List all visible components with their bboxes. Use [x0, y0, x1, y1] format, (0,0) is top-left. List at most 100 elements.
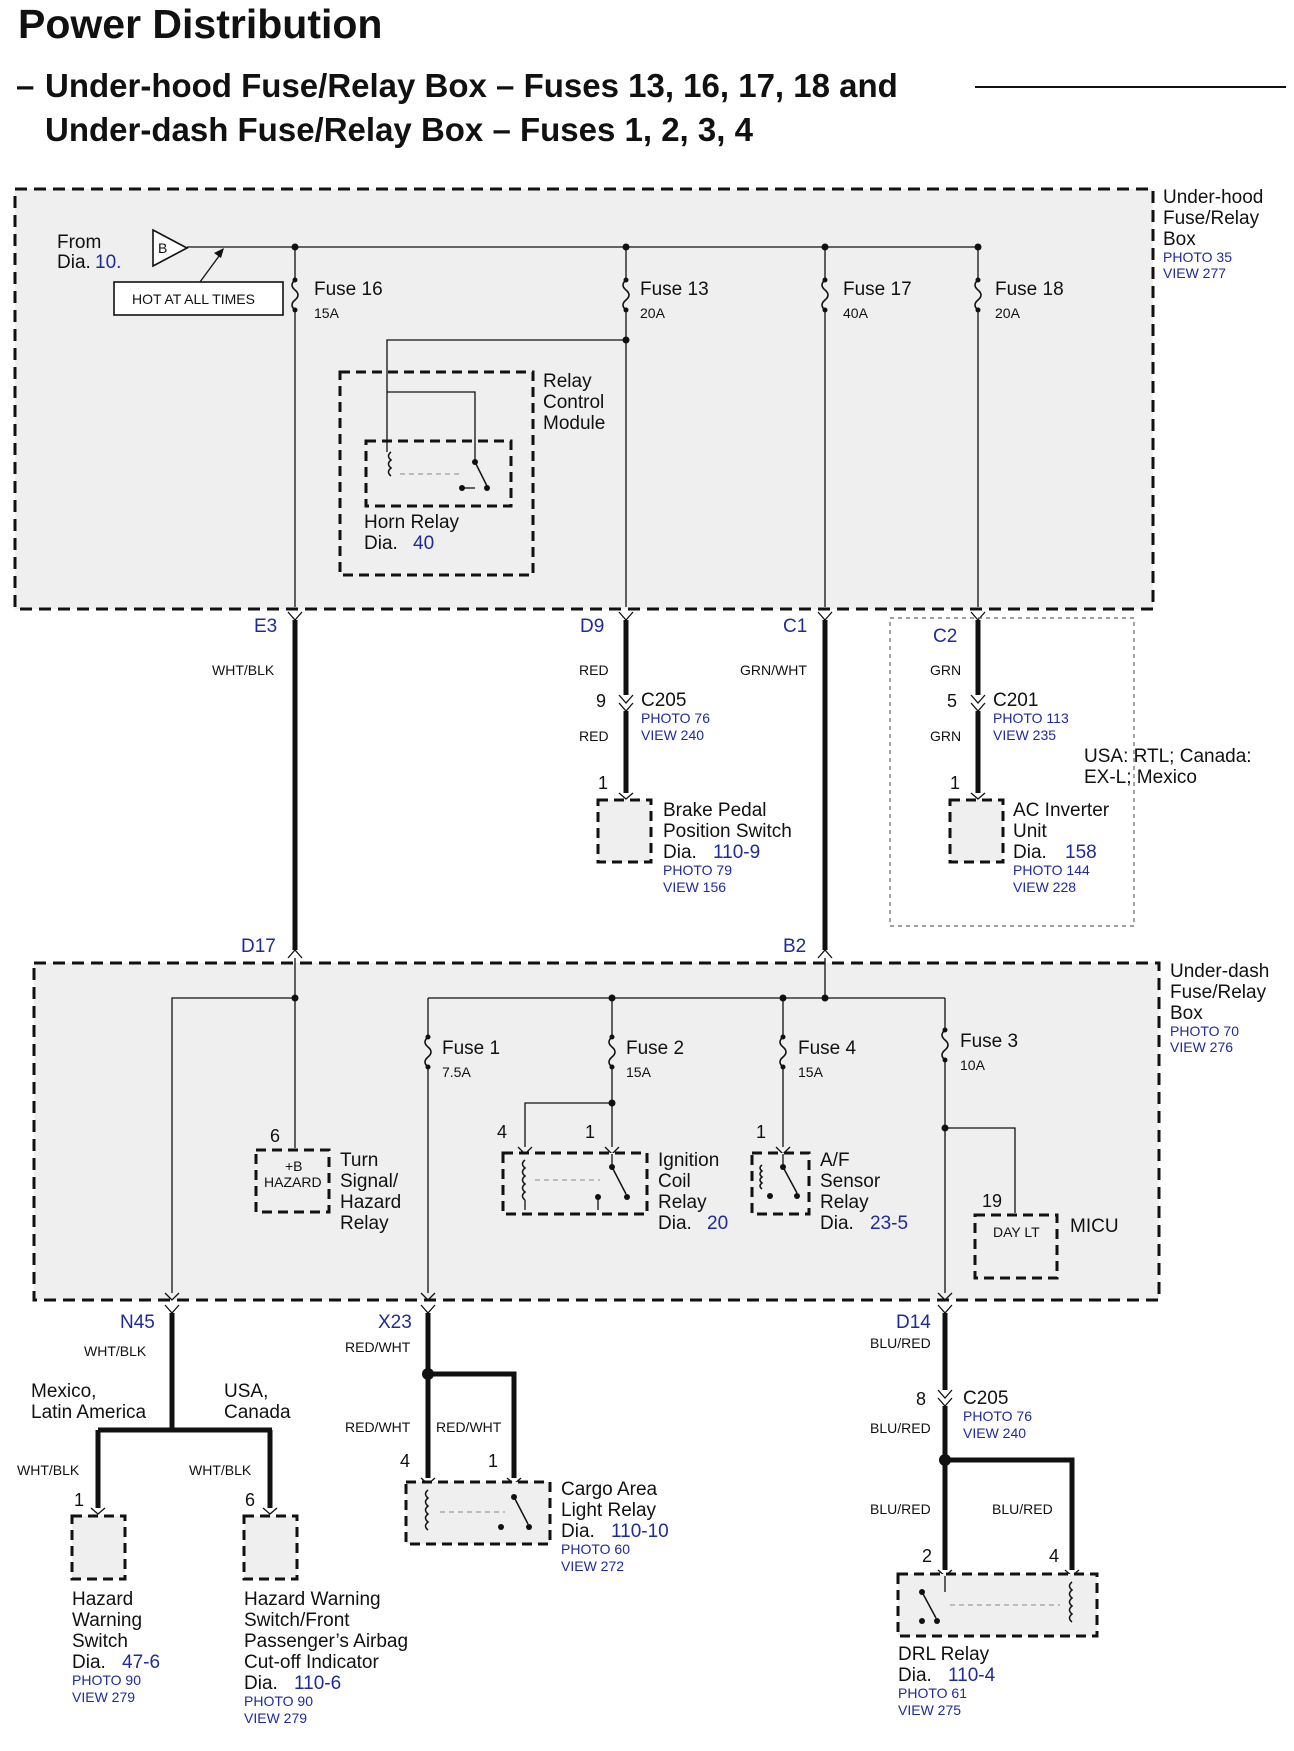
- drl-relay-dia-number[interactable]: 110-4: [948, 1665, 996, 1686]
- af-relay-dia-number[interactable]: 23-5: [870, 1213, 908, 1234]
- hazard-switch-label-2: Warning: [72, 1610, 142, 1631]
- hazard-switch-view[interactable]: VIEW 279: [72, 1689, 135, 1705]
- wire-cargo-color-2: RED/WHT: [436, 1419, 502, 1435]
- hazard-front-view[interactable]: VIEW 279: [244, 1710, 307, 1726]
- ignition-relay-label-2: Coil: [658, 1171, 691, 1192]
- cargo-relay-dia-number[interactable]: 110-10: [611, 1521, 669, 1542]
- underdash-box-label-1: Under-dash: [1170, 961, 1269, 982]
- hazard-front-dia-number[interactable]: 110-6: [294, 1673, 341, 1694]
- hazard-switch-label-3: Switch: [72, 1631, 128, 1652]
- battery-terminal-label: B: [158, 240, 167, 256]
- relay-control-module: [338, 370, 535, 577]
- brake-switch-pin: 1: [598, 773, 608, 793]
- wire-c2-color: GRN: [930, 662, 961, 678]
- c201-photo[interactable]: PHOTO 113: [993, 710, 1069, 726]
- drl-relay-photo[interactable]: PHOTO 61: [898, 1685, 967, 1701]
- af-relay-dia-label: Dia.: [820, 1213, 854, 1234]
- page-title: Power Distribution: [18, 1, 382, 47]
- ac-inverter-view[interactable]: VIEW 228: [1013, 879, 1076, 895]
- wire-d9-color: RED: [579, 662, 609, 678]
- hot-at-all-times-label: HOT AT ALL TIMES: [132, 291, 255, 307]
- underhood-box-view[interactable]: VIEW 277: [1163, 265, 1226, 281]
- c205b-label: C205: [963, 1388, 1008, 1409]
- hazard-warning-switch-front: [242, 1514, 299, 1581]
- brake-switch-label-2: Position Switch: [663, 821, 792, 842]
- hazard-switch-dia-number[interactable]: 47-6: [122, 1652, 160, 1673]
- ac-inverter-label-2: Unit: [1013, 821, 1048, 842]
- fuse-4-label: Fuse 4: [798, 1038, 857, 1059]
- horn-relay: [364, 439, 513, 508]
- ac-inverter-dia-number[interactable]: 158: [1065, 842, 1097, 863]
- underhood-fuse-box: [13, 187, 1155, 611]
- fuse-2-label: Fuse 2: [626, 1038, 684, 1059]
- drl-relay-pin-4: 4: [1049, 1546, 1059, 1566]
- fuse-18-label: Fuse 18: [995, 279, 1064, 300]
- horn-relay-dia-number[interactable]: 40: [413, 533, 434, 554]
- hazard-front-label-2: Switch/Front: [244, 1610, 350, 1631]
- cargo-relay-pin-1: 1: [488, 1451, 498, 1471]
- c205a-photo[interactable]: PHOTO 76: [641, 710, 710, 726]
- region-mexico-2: Latin America: [31, 1402, 147, 1423]
- underhood-box-label-2: Fuse/Relay: [1163, 208, 1260, 229]
- c201-pin: 5: [947, 691, 957, 711]
- ac-inverter-photo[interactable]: PHOTO 144: [1013, 862, 1090, 878]
- option-note-1: USA: RTL; Canada:: [1084, 746, 1252, 767]
- hazard-switch-photo[interactable]: PHOTO 90: [72, 1672, 141, 1688]
- cargo-relay-coil-icon: [424, 1489, 430, 1531]
- drl-relay-pin-2: 2: [922, 1546, 932, 1566]
- terminal-d9: D9: [580, 616, 604, 637]
- underdash-box-photo[interactable]: PHOTO 70: [1170, 1023, 1239, 1039]
- cargo-relay-label-2: Light Relay: [561, 1500, 657, 1521]
- hazard-front-label-3: Passenger’s Airbag: [244, 1631, 408, 1652]
- hazard-front-photo[interactable]: PHOTO 90: [244, 1693, 313, 1709]
- turn-hazard-label-3: Hazard: [340, 1192, 401, 1213]
- ignition-relay-dia-number[interactable]: 20: [707, 1213, 728, 1234]
- c205a-pin: 9: [596, 691, 606, 711]
- c205a-label: C205: [641, 690, 686, 711]
- fuse-3-amp: 10A: [960, 1057, 986, 1073]
- c201-view[interactable]: VIEW 235: [993, 727, 1056, 743]
- wire-c1-color: GRN/WHT: [740, 662, 807, 678]
- wire-n45-color: WHT/BLK: [84, 1343, 147, 1359]
- c205b-photo[interactable]: PHOTO 76: [963, 1408, 1032, 1424]
- cargo-relay-switch-icon: [513, 1496, 529, 1525]
- brake-switch-photo[interactable]: PHOTO 79: [663, 862, 732, 878]
- fuse-13-amp: 20A: [640, 305, 666, 321]
- fuse-1-amp: 7.5A: [442, 1064, 471, 1080]
- subtitle-line-1: Under-hood Fuse/Relay Box – Fuses 13, 16…: [45, 67, 898, 104]
- cargo-area-light-relay: [404, 1480, 552, 1546]
- c201-label: C201: [993, 690, 1038, 711]
- from-dia-number[interactable]: 10.: [95, 252, 121, 273]
- underdash-box-view[interactable]: VIEW 276: [1170, 1039, 1233, 1055]
- drl-relay-view[interactable]: VIEW 275: [898, 1702, 961, 1718]
- wire-c205b-color: BLU/RED: [870, 1420, 931, 1436]
- c205b-pin: 8: [916, 1389, 926, 1409]
- terminal-b2: B2: [783, 936, 806, 957]
- underdash-box-label-2: Fuse/Relay: [1170, 982, 1267, 1003]
- underhood-box-label-1: Under-hood: [1163, 187, 1263, 208]
- fuse-4-amp: 15A: [798, 1064, 824, 1080]
- from-label: From: [57, 232, 101, 253]
- cargo-relay-dia-label: Dia.: [561, 1521, 595, 1542]
- optional-equipment-area: [889, 617, 1135, 927]
- c205b-view[interactable]: VIEW 240: [963, 1425, 1026, 1441]
- turn-hazard-label-4: Relay: [340, 1213, 389, 1234]
- hazard-switch-pin: 1: [74, 1490, 84, 1510]
- cargo-relay-photo[interactable]: PHOTO 60: [561, 1541, 630, 1557]
- af-relay-coil-icon: [759, 1164, 764, 1190]
- relay-control-label-3: Module: [543, 413, 605, 434]
- turn-hazard-inner-2: HAZARD: [264, 1174, 322, 1190]
- fuse-13-label: Fuse 13: [640, 279, 709, 300]
- brake-switch-view[interactable]: VIEW 156: [663, 879, 726, 895]
- battery-terminal-icon: [152, 228, 189, 268]
- underhood-box-photo[interactable]: PHOTO 35: [1163, 249, 1232, 265]
- brake-switch-dia-number[interactable]: 110-9: [713, 842, 760, 863]
- c201-connector-icon: [970, 694, 986, 712]
- hazard-switch-label-1: Hazard: [72, 1589, 133, 1610]
- ignition-relay-label-1: Ignition: [658, 1150, 719, 1171]
- c205a-view[interactable]: VIEW 240: [641, 727, 704, 743]
- cargo-relay-view[interactable]: VIEW 272: [561, 1558, 624, 1574]
- hot-pointer-arrow-icon: [214, 248, 224, 258]
- horn-relay-dia-label: Dia.: [364, 533, 398, 554]
